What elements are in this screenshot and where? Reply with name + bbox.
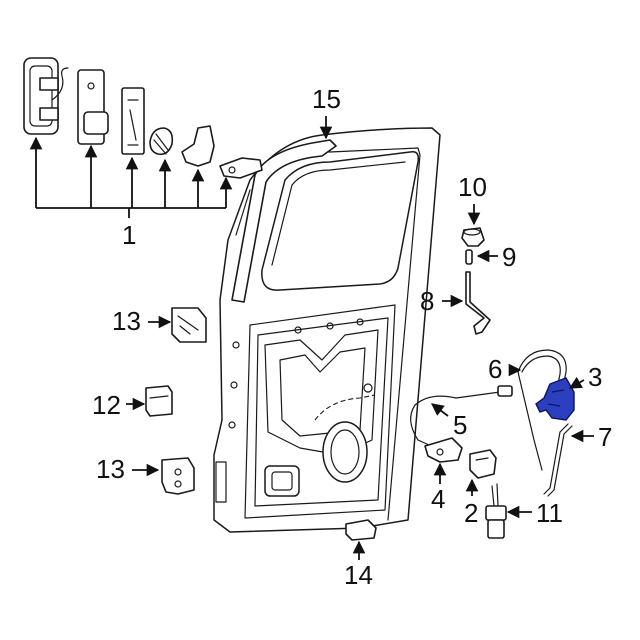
leader-lines xyxy=(29,116,594,560)
callout-5: 5 xyxy=(453,410,467,440)
latch-rod xyxy=(517,349,567,471)
latch-rod-clip xyxy=(469,449,497,479)
callout-14: 14 xyxy=(344,560,373,590)
callout-3: 3 xyxy=(588,362,602,392)
callout-7: 7 xyxy=(598,422,612,452)
weatherstrip-part xyxy=(231,139,337,303)
callout-labels: 1 2 3 4 5 6 7 8 9 10 11 12 13 13 14 15 xyxy=(92,84,612,590)
upper-hinge-bracket xyxy=(171,307,207,343)
callout-9: 9 xyxy=(502,242,516,272)
lock-rod xyxy=(543,423,573,497)
lower-bumper xyxy=(345,519,377,541)
callout-4: 4 xyxy=(431,484,445,514)
door-shell xyxy=(213,127,441,533)
handle-actuator xyxy=(424,437,463,463)
lock-cylinder-switch xyxy=(485,483,507,539)
callout-2: 2 xyxy=(464,498,478,528)
callout-12: 12 xyxy=(92,390,121,420)
door-latch-highlighted xyxy=(535,377,575,421)
callout-1: 1 xyxy=(122,220,136,250)
callout-13-upper: 13 xyxy=(112,306,141,336)
lower-hinge-bracket xyxy=(161,457,195,495)
callout-10: 10 xyxy=(458,172,487,202)
callout-11: 11 xyxy=(536,498,563,528)
callout-15: 15 xyxy=(312,84,341,114)
callout-8: 8 xyxy=(420,286,434,316)
lock-knob-parts xyxy=(461,227,491,335)
callout-6: 6 xyxy=(488,354,502,384)
hinge-parts-group xyxy=(23,57,263,179)
striker-block xyxy=(145,385,173,417)
callout-13-lower: 13 xyxy=(96,454,125,484)
